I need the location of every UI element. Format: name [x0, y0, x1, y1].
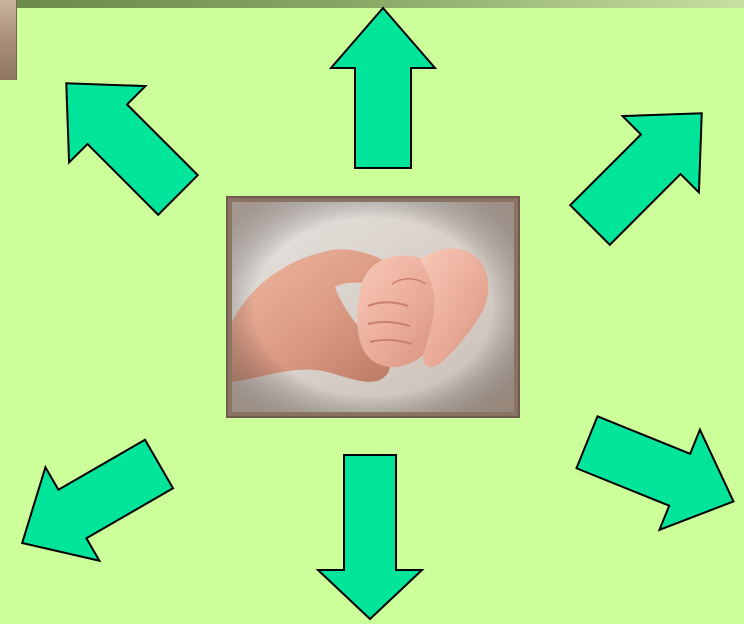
- arrow-up-right: [552, 75, 740, 263]
- arrow-right: [567, 392, 744, 551]
- baby-hand-photo: [232, 202, 514, 412]
- center-photo-frame: [226, 196, 520, 418]
- arrow-up-left: [28, 45, 216, 233]
- arrow-down: [318, 455, 422, 619]
- arrow-down-left: [0, 417, 186, 590]
- arrow-up: [331, 8, 435, 168]
